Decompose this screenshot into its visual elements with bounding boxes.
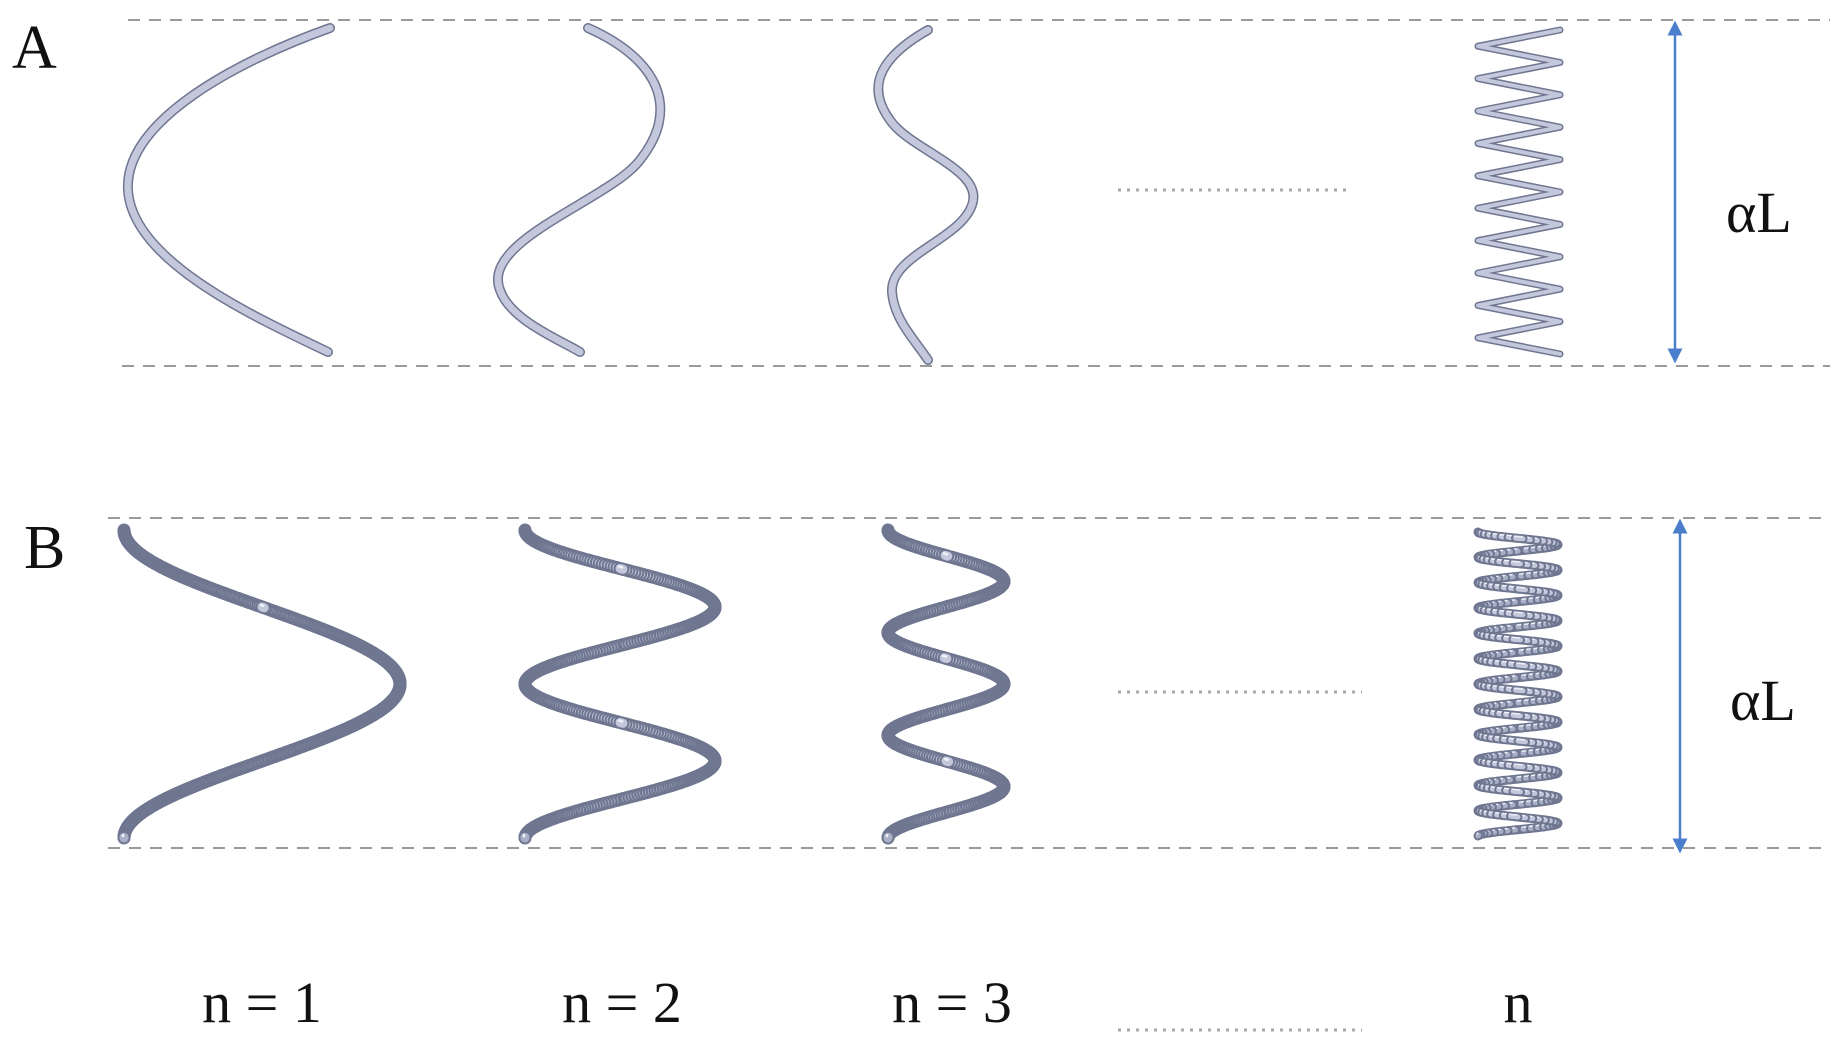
panel-b-helix-n3 <box>881 523 1011 845</box>
helix-segment-highlight <box>1476 832 1479 835</box>
helix-segment-body <box>257 602 269 613</box>
helix-segment-highlight <box>1516 662 1526 665</box>
helix-segment-highlight <box>1513 611 1523 614</box>
helix-segment-body <box>1513 611 1526 618</box>
tube-body <box>874 26 977 364</box>
panel-b-dimension-label: αL <box>1730 668 1796 733</box>
helix-segment-body <box>1513 687 1526 694</box>
helix-segment-highlight <box>941 654 948 658</box>
helix-segment-body <box>941 756 954 767</box>
helix-segment-highlight <box>1513 687 1523 690</box>
helix-segment-highlight <box>1511 788 1521 791</box>
panel-b-helix-n <box>1473 527 1563 841</box>
helix-segment-highlight <box>259 603 265 608</box>
helix-segment-highlight <box>1511 636 1521 639</box>
helix-segment-body <box>1515 586 1528 593</box>
tube-outline <box>1474 26 1564 358</box>
helix-segment-highlight <box>617 719 624 723</box>
helix-segment-highlight <box>1511 560 1521 563</box>
helix-segment-body <box>1475 832 1482 839</box>
panel-a-wave-n <box>1474 26 1564 358</box>
helix-segment-highlight <box>1513 535 1523 538</box>
panel-a-dimension-label: αL <box>1726 180 1792 245</box>
helix-segment-body <box>1510 636 1523 643</box>
helix-segment-highlight <box>942 552 949 556</box>
helix-segment-body <box>1515 662 1528 669</box>
panel-b: B αL <box>24 514 1830 854</box>
column-label-n3: n = 3 <box>892 970 1012 1035</box>
helix-segment-body <box>1510 788 1523 795</box>
helix-segment-body <box>615 564 628 574</box>
panel-a-wave-n1 <box>122 23 335 357</box>
column-label-n1: n = 1 <box>202 970 322 1035</box>
helix-segment-highlight <box>943 757 950 762</box>
column-label-n: n <box>1504 970 1533 1035</box>
helix-segment-body <box>1515 738 1528 745</box>
helix-segment-highlight <box>1516 738 1526 741</box>
helix-segment-highlight <box>1513 763 1523 766</box>
helix-segment-highlight <box>1508 813 1518 816</box>
panel-b-helix-n1 <box>117 523 407 845</box>
column-label-n2: n = 2 <box>562 970 682 1035</box>
panel-b-helix-n2 <box>518 523 722 845</box>
helix-segment-highlight <box>1511 712 1521 715</box>
tube-body <box>124 24 334 356</box>
helix-segment-body <box>1513 763 1526 770</box>
panel-a-wave-n2 <box>492 23 666 357</box>
helix-segment-body <box>615 718 628 728</box>
tube-outline <box>492 23 666 357</box>
helix-segment-body <box>1513 535 1526 542</box>
panel-a-label: A <box>12 14 57 82</box>
helix-segment-body <box>1510 712 1523 719</box>
column-labels: n = 1 n = 2 n = 3 n <box>202 970 1532 1035</box>
helix-segment-body <box>939 653 952 664</box>
panel-a: A αL <box>12 14 1830 367</box>
helix-segment-body <box>940 550 953 561</box>
helix-segment-body <box>1508 813 1521 820</box>
panel-b-label: B <box>24 514 65 582</box>
tube-body <box>494 24 664 356</box>
tube-body <box>1476 28 1562 356</box>
helix-segment-body <box>1510 560 1523 567</box>
panel-a-wave-n3 <box>873 25 979 365</box>
helix-segment-highlight <box>1516 586 1526 589</box>
helix-segment-highlight <box>617 565 624 569</box>
